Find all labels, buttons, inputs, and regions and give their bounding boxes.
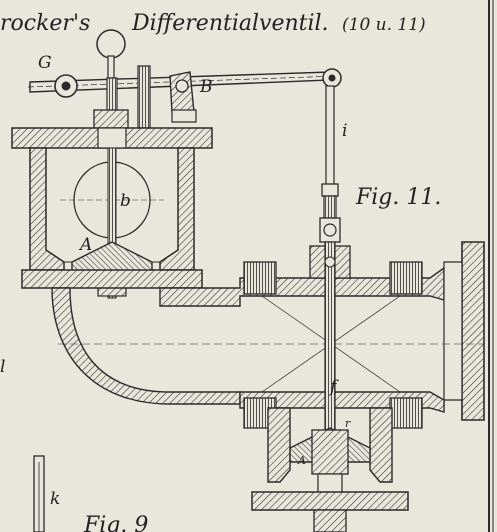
label-b: b [120, 191, 131, 211]
rod-i [319, 85, 341, 243]
label-B: B [199, 77, 213, 97]
label-r: r [345, 417, 351, 430]
label-A-lower: A [297, 454, 306, 467]
label-A-upper: A [78, 235, 92, 255]
main-pipe [51, 241, 485, 429]
title-part1: rocker's [0, 11, 90, 36]
title-part3: (10 u. 11) [342, 15, 426, 35]
label-k: k [50, 489, 60, 509]
plate-border [488, 0, 494, 532]
label-left-margin: l [0, 357, 5, 377]
left-valve-casing [11, 127, 213, 299]
scale-k [33, 455, 45, 532]
title-part2: Differentialventil. [131, 11, 329, 36]
label-f: f [328, 377, 339, 397]
lower-valve-body [251, 407, 409, 532]
figure-label-bottom: Fig. 9 [83, 513, 148, 532]
label-G: G [38, 53, 52, 73]
lever-mechanism [27, 29, 342, 129]
label-i: i [342, 121, 347, 141]
figure-label: Fig. 11. [355, 185, 441, 210]
